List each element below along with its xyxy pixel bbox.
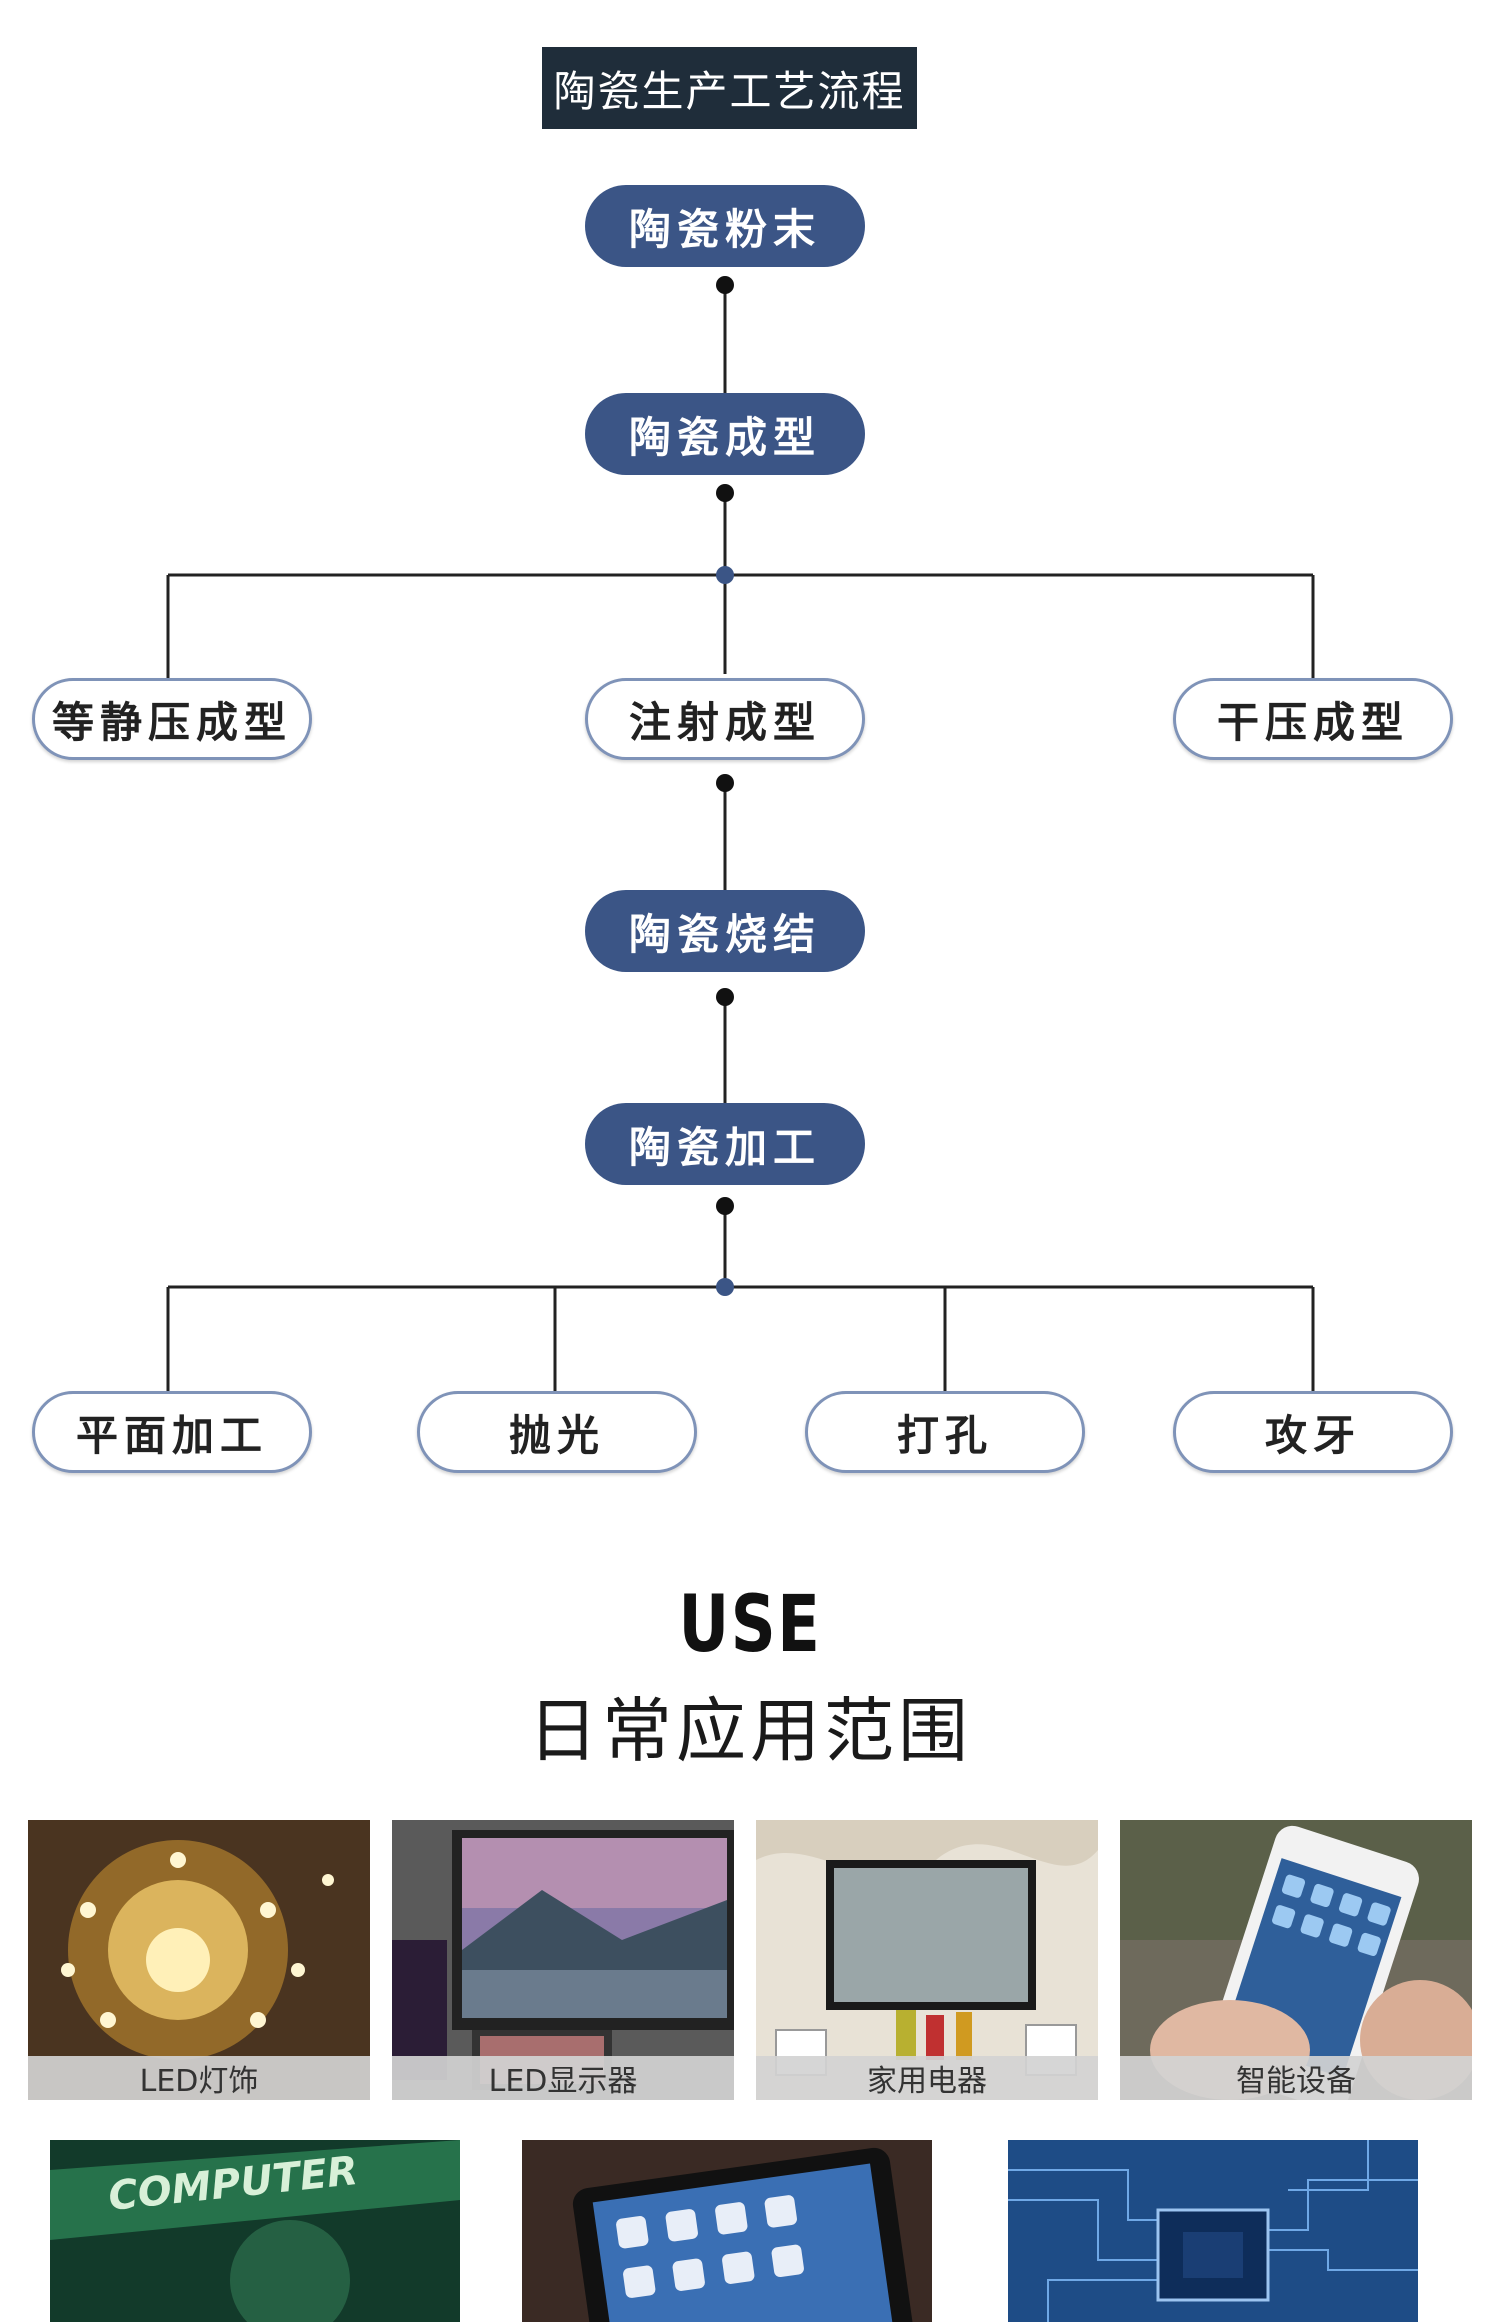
tile-caption: LED显示器: [392, 2056, 734, 2100]
flowchart-title: 陶瓷生产工艺流程: [542, 47, 917, 129]
circuit-board-image: [1008, 2140, 1418, 2322]
tv-wall-image: [756, 1820, 1098, 2100]
tile-led-lighting: LED灯饰: [28, 1820, 370, 2100]
node-flat-machining: 平面加工: [32, 1391, 312, 1473]
node-powder: 陶瓷粉末: [585, 185, 865, 267]
connector-dot: [716, 774, 734, 792]
connector-dot: [716, 484, 734, 502]
node-dry-press-forming: 干压成型: [1173, 678, 1453, 760]
tile-circuit-board: [1008, 2140, 1418, 2322]
tile-tablet: [522, 2140, 932, 2322]
junction-dot: [716, 1278, 734, 1296]
tile-caption: 家用电器: [756, 2056, 1098, 2100]
flow-connectors: [166, 276, 1315, 1391]
computer-monitor-image: COMPUTER: [50, 2140, 460, 2322]
node-injection-forming: 注射成型: [585, 678, 865, 760]
smartphone-image: [1120, 1820, 1472, 2100]
tile-caption: 智能设备: [1120, 2056, 1472, 2100]
monitor-image: [392, 1820, 734, 2100]
use-title: USE: [678, 1580, 822, 1670]
tablet-image: [522, 2140, 932, 2322]
node-machining: 陶瓷加工: [585, 1103, 865, 1185]
node-tapping: 攻牙: [1173, 1391, 1453, 1473]
node-drilling: 打孔: [805, 1391, 1085, 1473]
tile-smart-devices: 智能设备: [1120, 1820, 1472, 2100]
node-sintering: 陶瓷烧结: [585, 890, 865, 972]
node-polishing: 抛光: [417, 1391, 697, 1473]
connector-dot: [716, 1197, 734, 1215]
junction-dot: [716, 566, 734, 584]
tile-caption: LED灯饰: [28, 2056, 370, 2100]
connector-dot: [716, 276, 734, 294]
use-subtitle: 日常应用范围: [528, 1690, 972, 1772]
node-isostatic-forming: 等静压成型: [32, 678, 312, 760]
chandelier-image: [28, 1820, 370, 2100]
tile-home-appliances: 家用电器: [756, 1820, 1098, 2100]
connector-dot: [716, 988, 734, 1006]
tile-led-display: LED显示器: [392, 1820, 734, 2100]
node-forming: 陶瓷成型: [585, 393, 865, 475]
tile-computer: COMPUTER: [50, 2140, 460, 2322]
